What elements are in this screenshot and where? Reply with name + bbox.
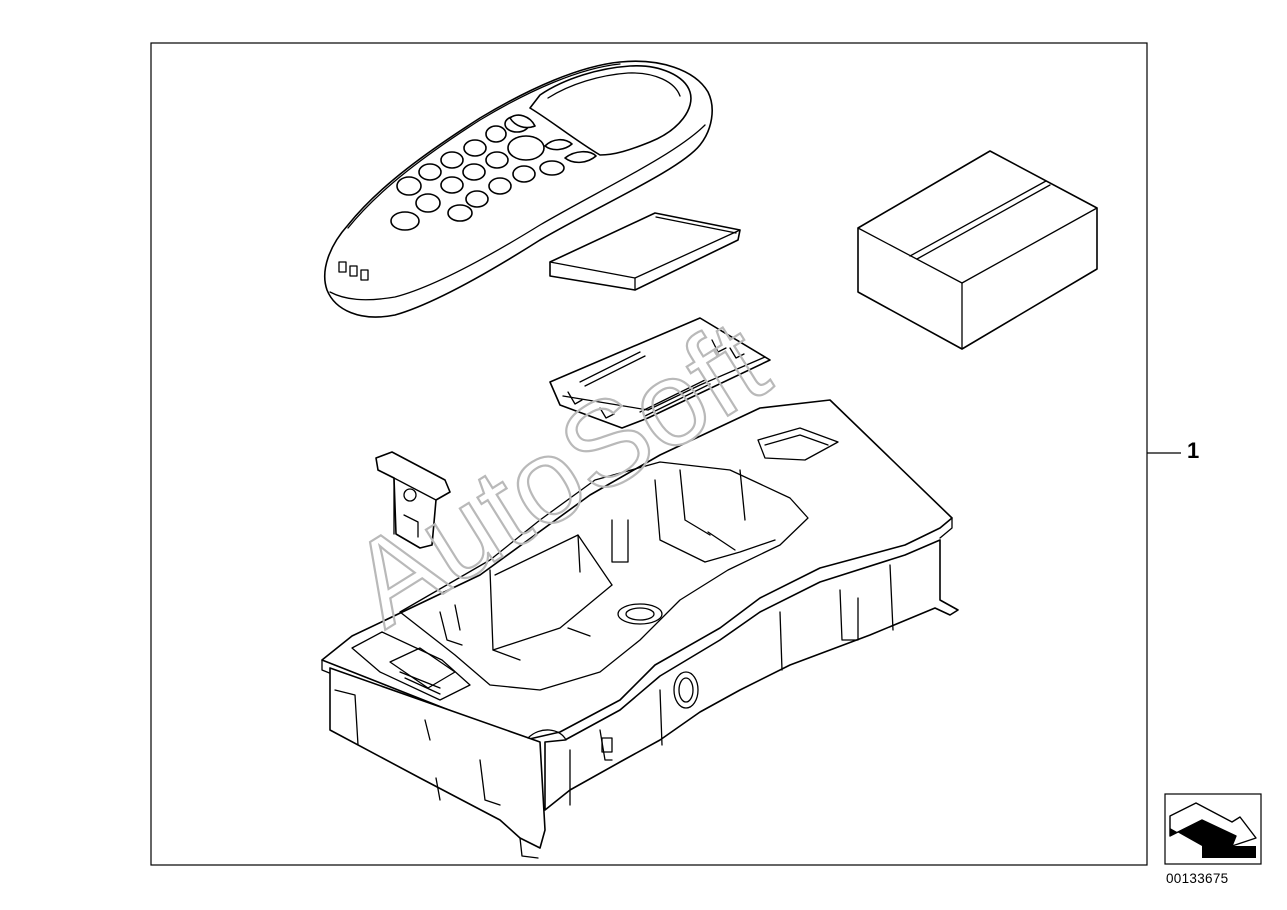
box [857,150,1098,350]
diagram-frame [150,42,1148,866]
arrow-corner-icon [1164,793,1262,865]
console-tray [321,399,959,859]
keypad [390,114,597,231]
callout-label-1: 1 [1187,438,1200,463]
battery-pack [549,212,741,291]
phone-handset [323,60,713,318]
mounting-clip [375,451,451,549]
document-number: 00133675 [1166,871,1229,886]
holder-plate [549,317,771,429]
